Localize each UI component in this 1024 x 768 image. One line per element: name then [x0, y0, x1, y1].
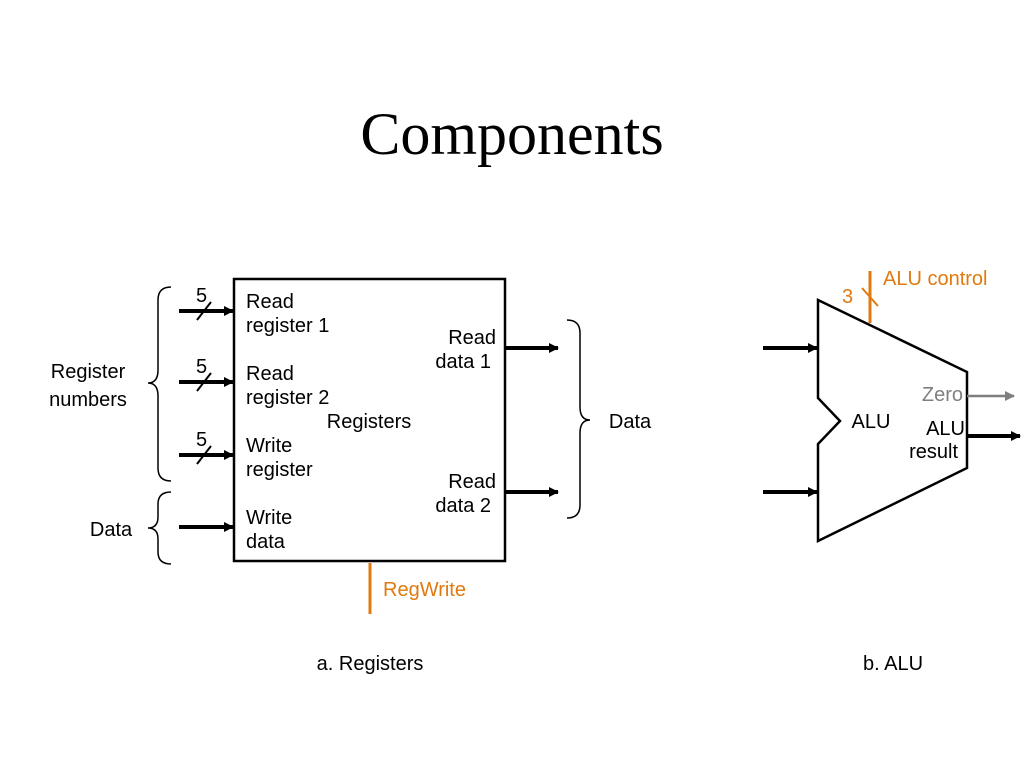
write-register-label-line1: Write [246, 435, 292, 457]
alu-control-width-label: 3 [842, 286, 853, 308]
register-numbers-label-line2: numbers [49, 389, 127, 411]
data-out-label: Data [609, 411, 652, 433]
read-register-1-label-line2: register 1 [246, 315, 329, 337]
bus-width-label-1: 5 [196, 285, 207, 307]
read-data-2-label-line2: data 2 [435, 495, 491, 517]
slide-title: Components [360, 101, 664, 167]
read-register-2-label-line1: Read [246, 363, 294, 385]
read-data-1-label-line2: data 1 [435, 351, 491, 373]
alu-block-label: ALU [852, 411, 891, 433]
register-file-block [232, 277, 507, 563]
regwrite-label: RegWrite [383, 579, 466, 601]
bus-width-label-2: 5 [196, 356, 207, 378]
bus-slash-3 [196, 445, 212, 465]
read-register-2-label-line2: register 2 [246, 387, 329, 409]
read-register-1-label-line1: Read [246, 291, 294, 313]
write-data-label-line1: Write [246, 507, 292, 529]
write-data-label-line2: data [246, 531, 286, 553]
alu-result-label-line1: ALU [926, 418, 965, 440]
data-in-label: Data [90, 519, 133, 541]
register-numbers-brace [147, 286, 172, 482]
bus-slash-1 [196, 301, 212, 321]
zero-label: Zero [922, 384, 963, 406]
read-data-2-label-line1: Read [448, 471, 496, 493]
read-data-1-label-line1: Read [448, 327, 496, 349]
alu-result-label-line2: result [909, 441, 958, 463]
data-in-brace [147, 491, 172, 565]
alu-control-label: ALU control [883, 268, 988, 290]
registers-block-label: Registers [327, 411, 411, 433]
bus-width-label-3: 5 [196, 429, 207, 451]
write-register-label-line2: register [246, 459, 313, 481]
alu-shape [816, 298, 969, 544]
alu-caption: b. ALU [863, 653, 923, 675]
bus-slash-2 [196, 372, 212, 392]
data-out-brace [566, 319, 591, 519]
alu-control-slash [861, 287, 879, 307]
registers-caption: a. Registers [317, 653, 424, 675]
register-numbers-label-line1: Register [51, 361, 126, 383]
